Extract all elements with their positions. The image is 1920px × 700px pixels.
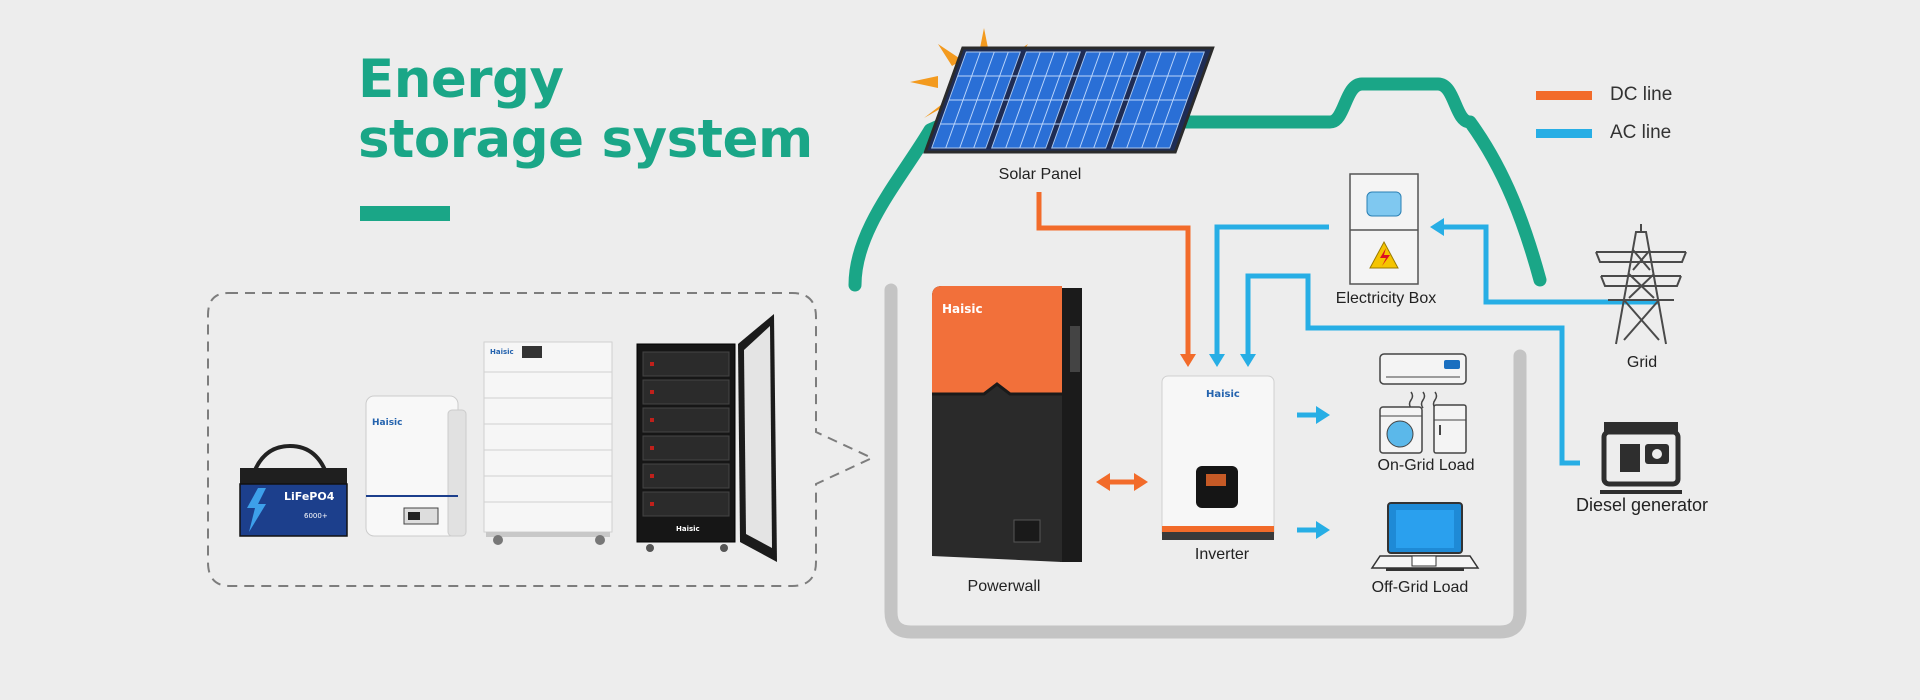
rack-brand: Haisic bbox=[676, 525, 700, 533]
solar-panel-icon bbox=[923, 46, 1215, 154]
dc-arrow-left bbox=[1096, 473, 1110, 491]
on-grid-load-appliances bbox=[1379, 353, 1467, 454]
legend-swatch-ac bbox=[1536, 128, 1592, 138]
battery-cycles-text: 6000+ bbox=[304, 512, 328, 520]
legend-swatch-dc bbox=[1536, 90, 1592, 100]
stacked-battery: Haisic bbox=[483, 341, 613, 545]
dc-arrow bbox=[1180, 354, 1196, 367]
electricity-box-icon bbox=[1349, 173, 1419, 285]
house-roof-line bbox=[848, 77, 1547, 292]
powerwall-brand: Haisic bbox=[942, 302, 983, 316]
battery-chem-text: LiFePO4 bbox=[284, 490, 335, 503]
wall-battery: Haisic bbox=[365, 395, 467, 537]
ac-lines bbox=[1214, 224, 1658, 533]
product-range-frame bbox=[207, 292, 875, 587]
label-off-grid-load: Off-Grid Load bbox=[1371, 579, 1469, 596]
ac-arrow bbox=[1240, 354, 1256, 367]
legend-item-ac: AC line bbox=[1536, 121, 1671, 145]
title-line-2: storage system bbox=[358, 109, 813, 170]
ac-arrow bbox=[1430, 218, 1444, 236]
label-grid: Grid bbox=[1626, 354, 1658, 371]
laptop-icon bbox=[1370, 502, 1480, 571]
dc-arrow-right bbox=[1134, 473, 1148, 491]
system-loop bbox=[884, 283, 1527, 639]
wall-battery-brand: Haisic bbox=[372, 418, 402, 428]
label-diesel-generator: Diesel generator bbox=[1575, 495, 1709, 515]
legend-label-ac: AC line bbox=[1610, 122, 1672, 143]
legend-item-dc: DC line bbox=[1536, 83, 1672, 107]
stack-brand: Haisic bbox=[490, 348, 514, 356]
label-electricity-box: Electricity Box bbox=[1335, 290, 1437, 307]
washing-machine-icon bbox=[1379, 406, 1423, 454]
transmission-tower-icon bbox=[1595, 224, 1687, 345]
refrigerator-icon bbox=[1433, 404, 1467, 454]
ac-arrow bbox=[1209, 354, 1225, 367]
inverter-brand: Haisic bbox=[1206, 389, 1240, 400]
label-solar-panel: Solar Panel bbox=[998, 166, 1082, 183]
label-inverter: Inverter bbox=[1194, 546, 1250, 563]
air-conditioner-icon bbox=[1379, 353, 1467, 385]
label-powerwall: Powerwall bbox=[967, 578, 1041, 595]
diesel-generator-icon bbox=[1600, 422, 1682, 494]
inverter-device: Haisic bbox=[1161, 375, 1275, 540]
label-on-grid-load: On-Grid Load bbox=[1377, 457, 1475, 474]
rack-cabinet-battery: Haisic bbox=[636, 314, 777, 562]
ac-arrow bbox=[1316, 521, 1330, 539]
powerwall-device: Haisic bbox=[932, 286, 1082, 562]
ac-arrow bbox=[1316, 406, 1330, 424]
title-accent-bar bbox=[360, 206, 450, 221]
legend-label-dc: DC line bbox=[1610, 84, 1673, 105]
lifepo4-battery: LiFePO4 6000+ bbox=[239, 443, 348, 537]
page-title: Energy storage system bbox=[358, 50, 813, 170]
dc-line-solar-inverter bbox=[1036, 192, 1191, 358]
title-line-1: Energy bbox=[358, 49, 564, 110]
